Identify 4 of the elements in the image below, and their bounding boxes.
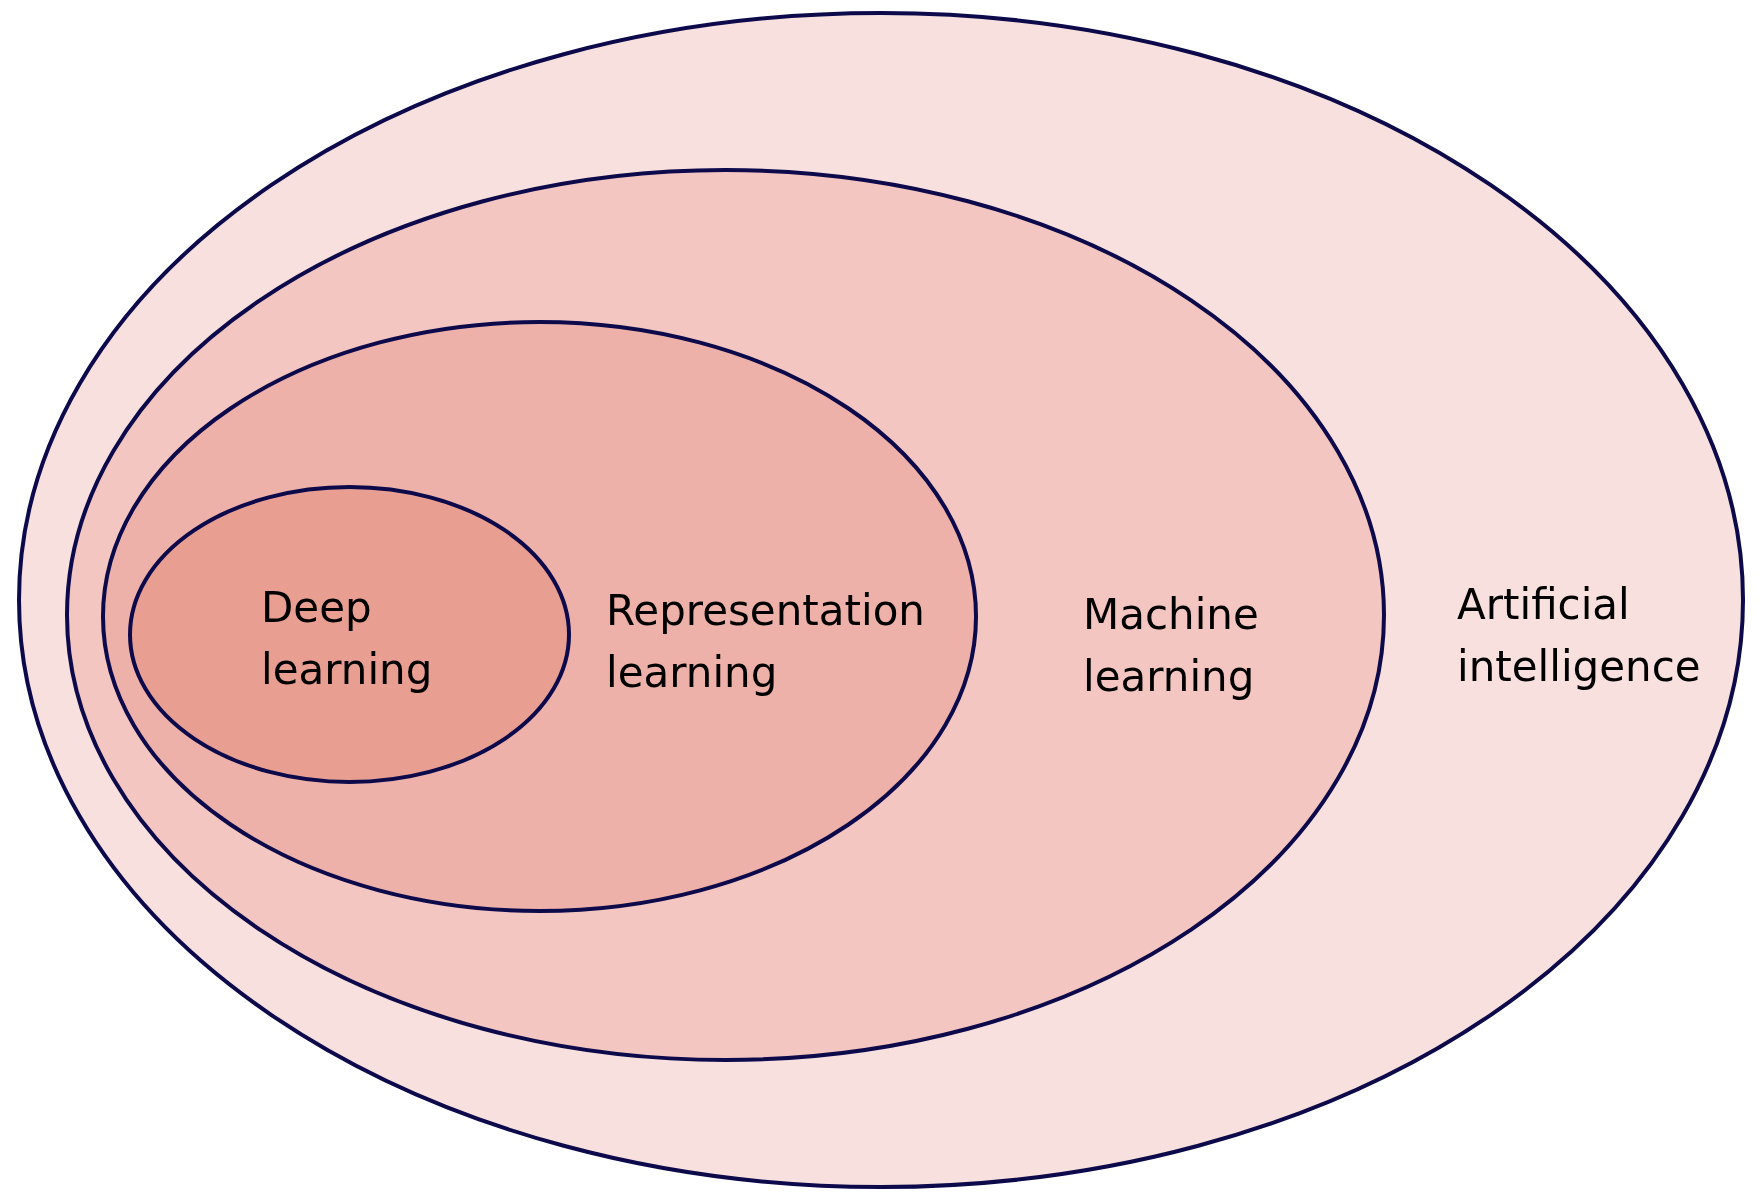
region-label: Representation learning xyxy=(606,585,926,699)
region-label: Deep learning xyxy=(261,582,434,696)
region-label: Machine learning xyxy=(1083,589,1260,703)
region-label: Artificial intelligence xyxy=(1457,579,1702,693)
